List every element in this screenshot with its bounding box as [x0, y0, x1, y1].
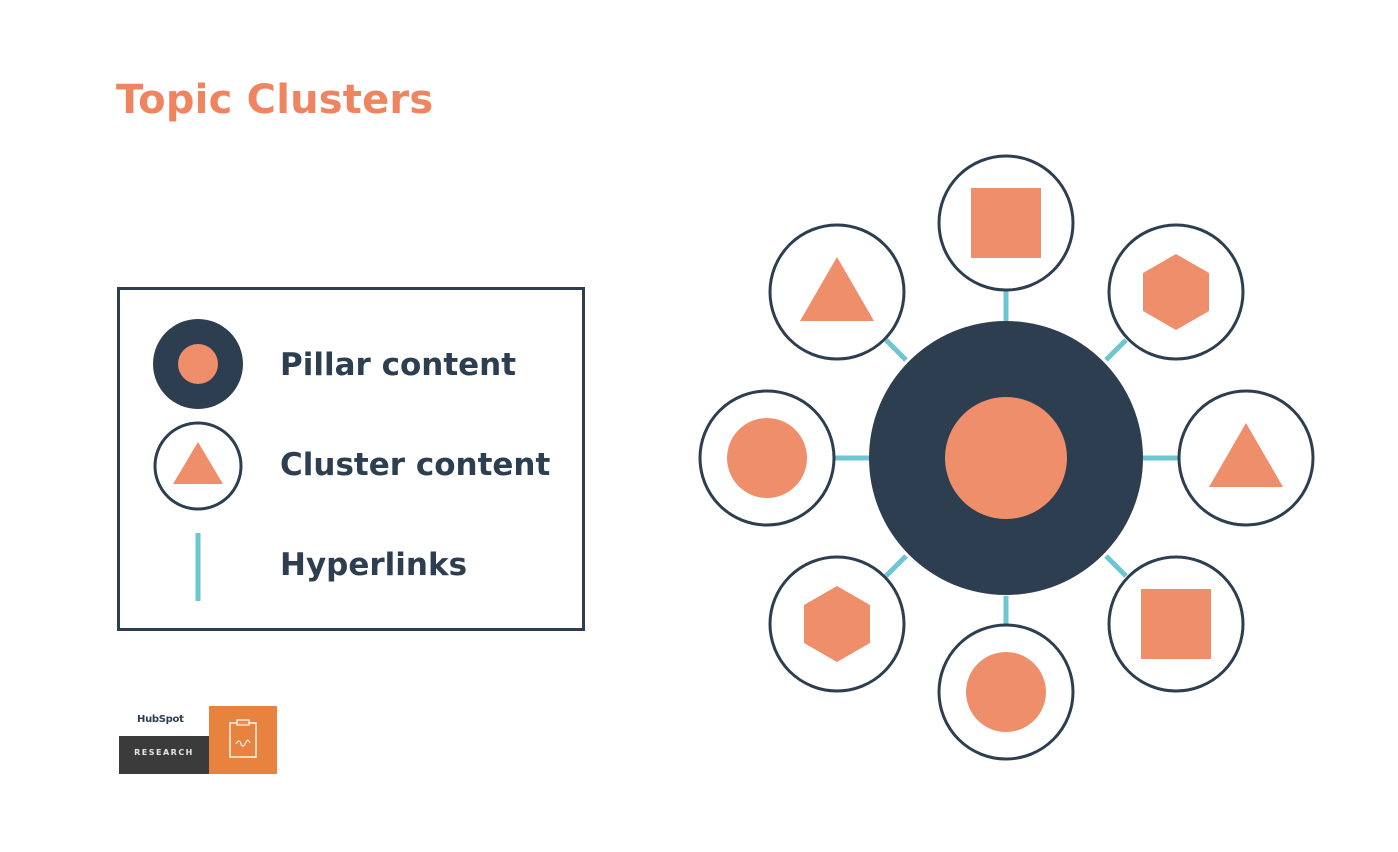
cluster-shape-hexagon-top-right — [1143, 254, 1209, 330]
cluster-icon-triangle — [173, 442, 223, 484]
logo-research-bar: RESEARCH — [119, 736, 209, 774]
legend-label-cluster: Cluster content — [280, 447, 551, 483]
logo-research-text: RESEARCH — [134, 748, 194, 757]
document-icon — [229, 719, 257, 758]
page-title: Topic Clusters — [116, 77, 434, 123]
logo-brand-text: HubSpot — [137, 714, 184, 725]
cluster-shape-square-bottom-right — [1141, 589, 1211, 659]
legend: Pillar content Cluster content Hyperlink… — [117, 287, 585, 631]
pillar-node-core — [945, 397, 1067, 519]
cluster-shape-triangle-top-left — [800, 257, 874, 321]
cluster-shape-hexagon-bottom-left — [804, 586, 870, 662]
cluster-shape-circle-left — [727, 418, 807, 498]
cluster-shape-triangle-right — [1209, 423, 1283, 487]
hyperlinks — [835, 290, 1178, 626]
legend-label-hyperlinks: Hyperlinks — [280, 547, 468, 583]
hyperlink-top-right — [1104, 338, 1128, 362]
cluster-icon — [153, 421, 243, 511]
hyperlink-top-left — [884, 338, 908, 362]
cluster-shapes — [727, 188, 1283, 732]
cluster-shape-square-top — [971, 188, 1041, 258]
hyperlink-bottom-left — [884, 554, 908, 578]
logo-brand-area: HubSpot — [119, 706, 209, 736]
topic-cluster-diagram — [698, 154, 1315, 761]
hyperlink-icon — [195, 533, 201, 601]
pillar-icon-inner — [178, 344, 218, 384]
logo-document-tile — [209, 706, 277, 774]
legend-label-pillar: Pillar content — [280, 347, 517, 383]
pillar-icon — [153, 319, 243, 409]
hubspot-research-logo: HubSpot RESEARCH — [119, 706, 279, 774]
hyperlink-bottom-right — [1104, 554, 1128, 578]
cluster-shape-circle-bottom — [966, 652, 1046, 732]
